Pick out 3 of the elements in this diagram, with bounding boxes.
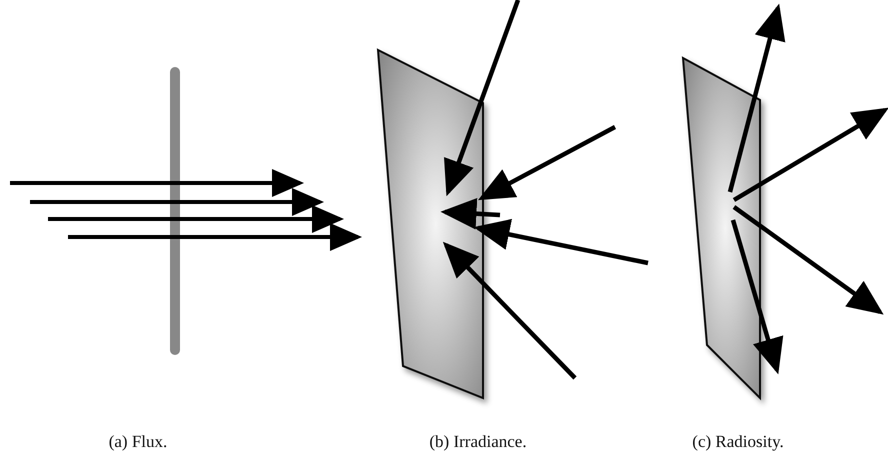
figure-caption: (a) Flux. [108,432,168,452]
figure-caption: (b) Irradiance. [428,432,528,452]
figure-caption: (c) Radiosity. [691,432,785,452]
